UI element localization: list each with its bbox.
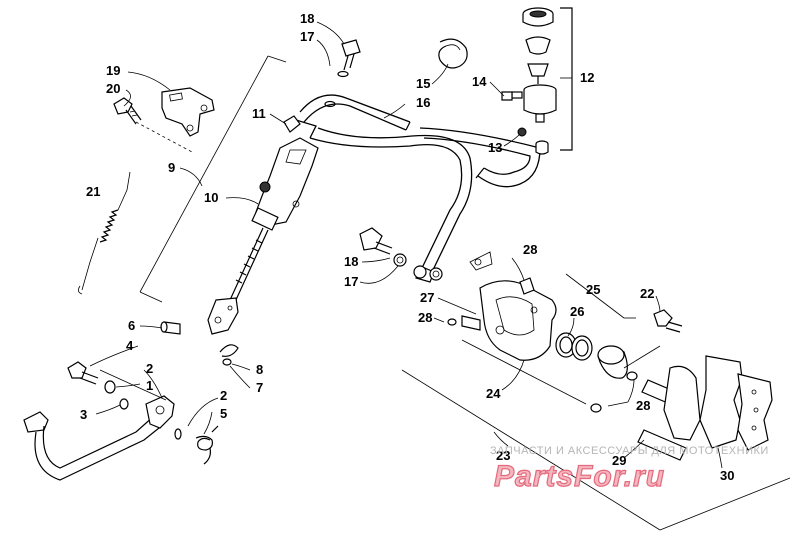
callout-28-top: 28 xyxy=(523,242,537,257)
caliper-body xyxy=(469,251,557,361)
pedal-bolt xyxy=(67,361,99,385)
callout-numbers: 18 17 19 20 11 9 10 21 15 16 14 13 12 18… xyxy=(80,11,734,483)
callout-23: 23 xyxy=(496,448,510,463)
callout-13: 13 xyxy=(488,140,502,155)
brake-pedal xyxy=(23,369,175,481)
reservoir-diaphragm xyxy=(525,36,551,55)
caliper-bolt-22 xyxy=(653,309,683,333)
watermark-tagline: ЗАПЧАСТИ И АКСЕССУАРЫ ДЛЯ МОТОТЕХНИКИ xyxy=(490,445,769,457)
mounting-bracket xyxy=(161,87,215,137)
pedal-spring xyxy=(174,425,219,465)
brake-hose-upper xyxy=(289,94,411,139)
return-spring xyxy=(78,171,131,295)
callout-19: 19 xyxy=(106,63,120,78)
bolt-path-line xyxy=(135,121,193,153)
callout-2-upper: 2 xyxy=(146,361,153,376)
leader-lines xyxy=(89,21,723,469)
banjo-bolt-lower xyxy=(359,227,443,281)
callout-15: 15 xyxy=(416,76,430,91)
reservoir-bracket xyxy=(560,7,573,151)
callout-7: 7 xyxy=(256,380,263,395)
master-cylinder xyxy=(229,137,319,303)
reservoir-float xyxy=(527,63,549,84)
pushrod-frame xyxy=(139,55,287,303)
callout-17: 17 xyxy=(300,29,314,44)
callout-25: 25 xyxy=(586,282,600,297)
pedal-washer xyxy=(119,398,129,410)
callout-14: 14 xyxy=(472,74,487,89)
caliper-piston xyxy=(597,345,628,379)
callout-17-lower: 17 xyxy=(344,274,358,289)
callout-6: 6 xyxy=(128,318,135,333)
callout-18-lower: 18 xyxy=(344,254,358,269)
callout-22: 22 xyxy=(640,286,654,301)
caliper-frame xyxy=(401,273,791,531)
bleed-screw xyxy=(447,315,481,331)
clevis-pin xyxy=(160,321,181,335)
hose-clamp-11 xyxy=(283,115,301,133)
caliper-seals xyxy=(555,332,593,361)
callout-10: 10 xyxy=(204,190,218,205)
callout-3: 3 xyxy=(80,407,87,422)
watermark: ЗАПЧАСТИ И АКСЕССУАРЫ ДЛЯ МОТОТЕХНИКИ Pa… xyxy=(490,445,769,494)
callout-27: 27 xyxy=(420,290,434,305)
callout-12: 12 xyxy=(580,70,594,85)
callout-28-right: 28 xyxy=(636,398,650,413)
pedal-bushing xyxy=(104,380,116,394)
callout-20: 20 xyxy=(106,81,120,96)
hose-clamp-12 xyxy=(535,140,549,155)
brake-pads xyxy=(663,355,773,451)
callout-2-lower: 2 xyxy=(220,388,227,403)
callout-26: 26 xyxy=(570,304,584,319)
hose-clamp-15 xyxy=(438,38,468,69)
callout-30: 30 xyxy=(720,468,734,483)
callout-18: 18 xyxy=(300,11,314,26)
reservoir-hose xyxy=(419,127,541,188)
callout-24: 24 xyxy=(486,386,501,401)
watermark-logo: PartsFor.ru xyxy=(494,460,665,493)
cotter-pin xyxy=(219,344,239,357)
reservoir-cap xyxy=(522,7,554,27)
callout-16: 16 xyxy=(416,95,430,110)
banjo-bolt-top xyxy=(324,39,361,108)
callout-9: 9 xyxy=(168,160,175,175)
callout-5: 5 xyxy=(220,406,227,421)
callout-28-left: 28 xyxy=(418,310,432,325)
bracket-bolt xyxy=(113,97,142,125)
clevis xyxy=(207,297,239,335)
callout-8: 8 xyxy=(256,362,263,377)
callout-29: 29 xyxy=(612,453,626,468)
callout-1: 1 xyxy=(146,378,153,393)
callout-11: 11 xyxy=(252,106,266,121)
callout-21: 21 xyxy=(86,184,100,199)
reservoir-screw-14 xyxy=(501,91,513,101)
brake-hose-main xyxy=(309,127,473,283)
reservoir-body xyxy=(511,84,557,123)
callout-4: 4 xyxy=(126,338,134,353)
washer-7 xyxy=(222,358,232,366)
